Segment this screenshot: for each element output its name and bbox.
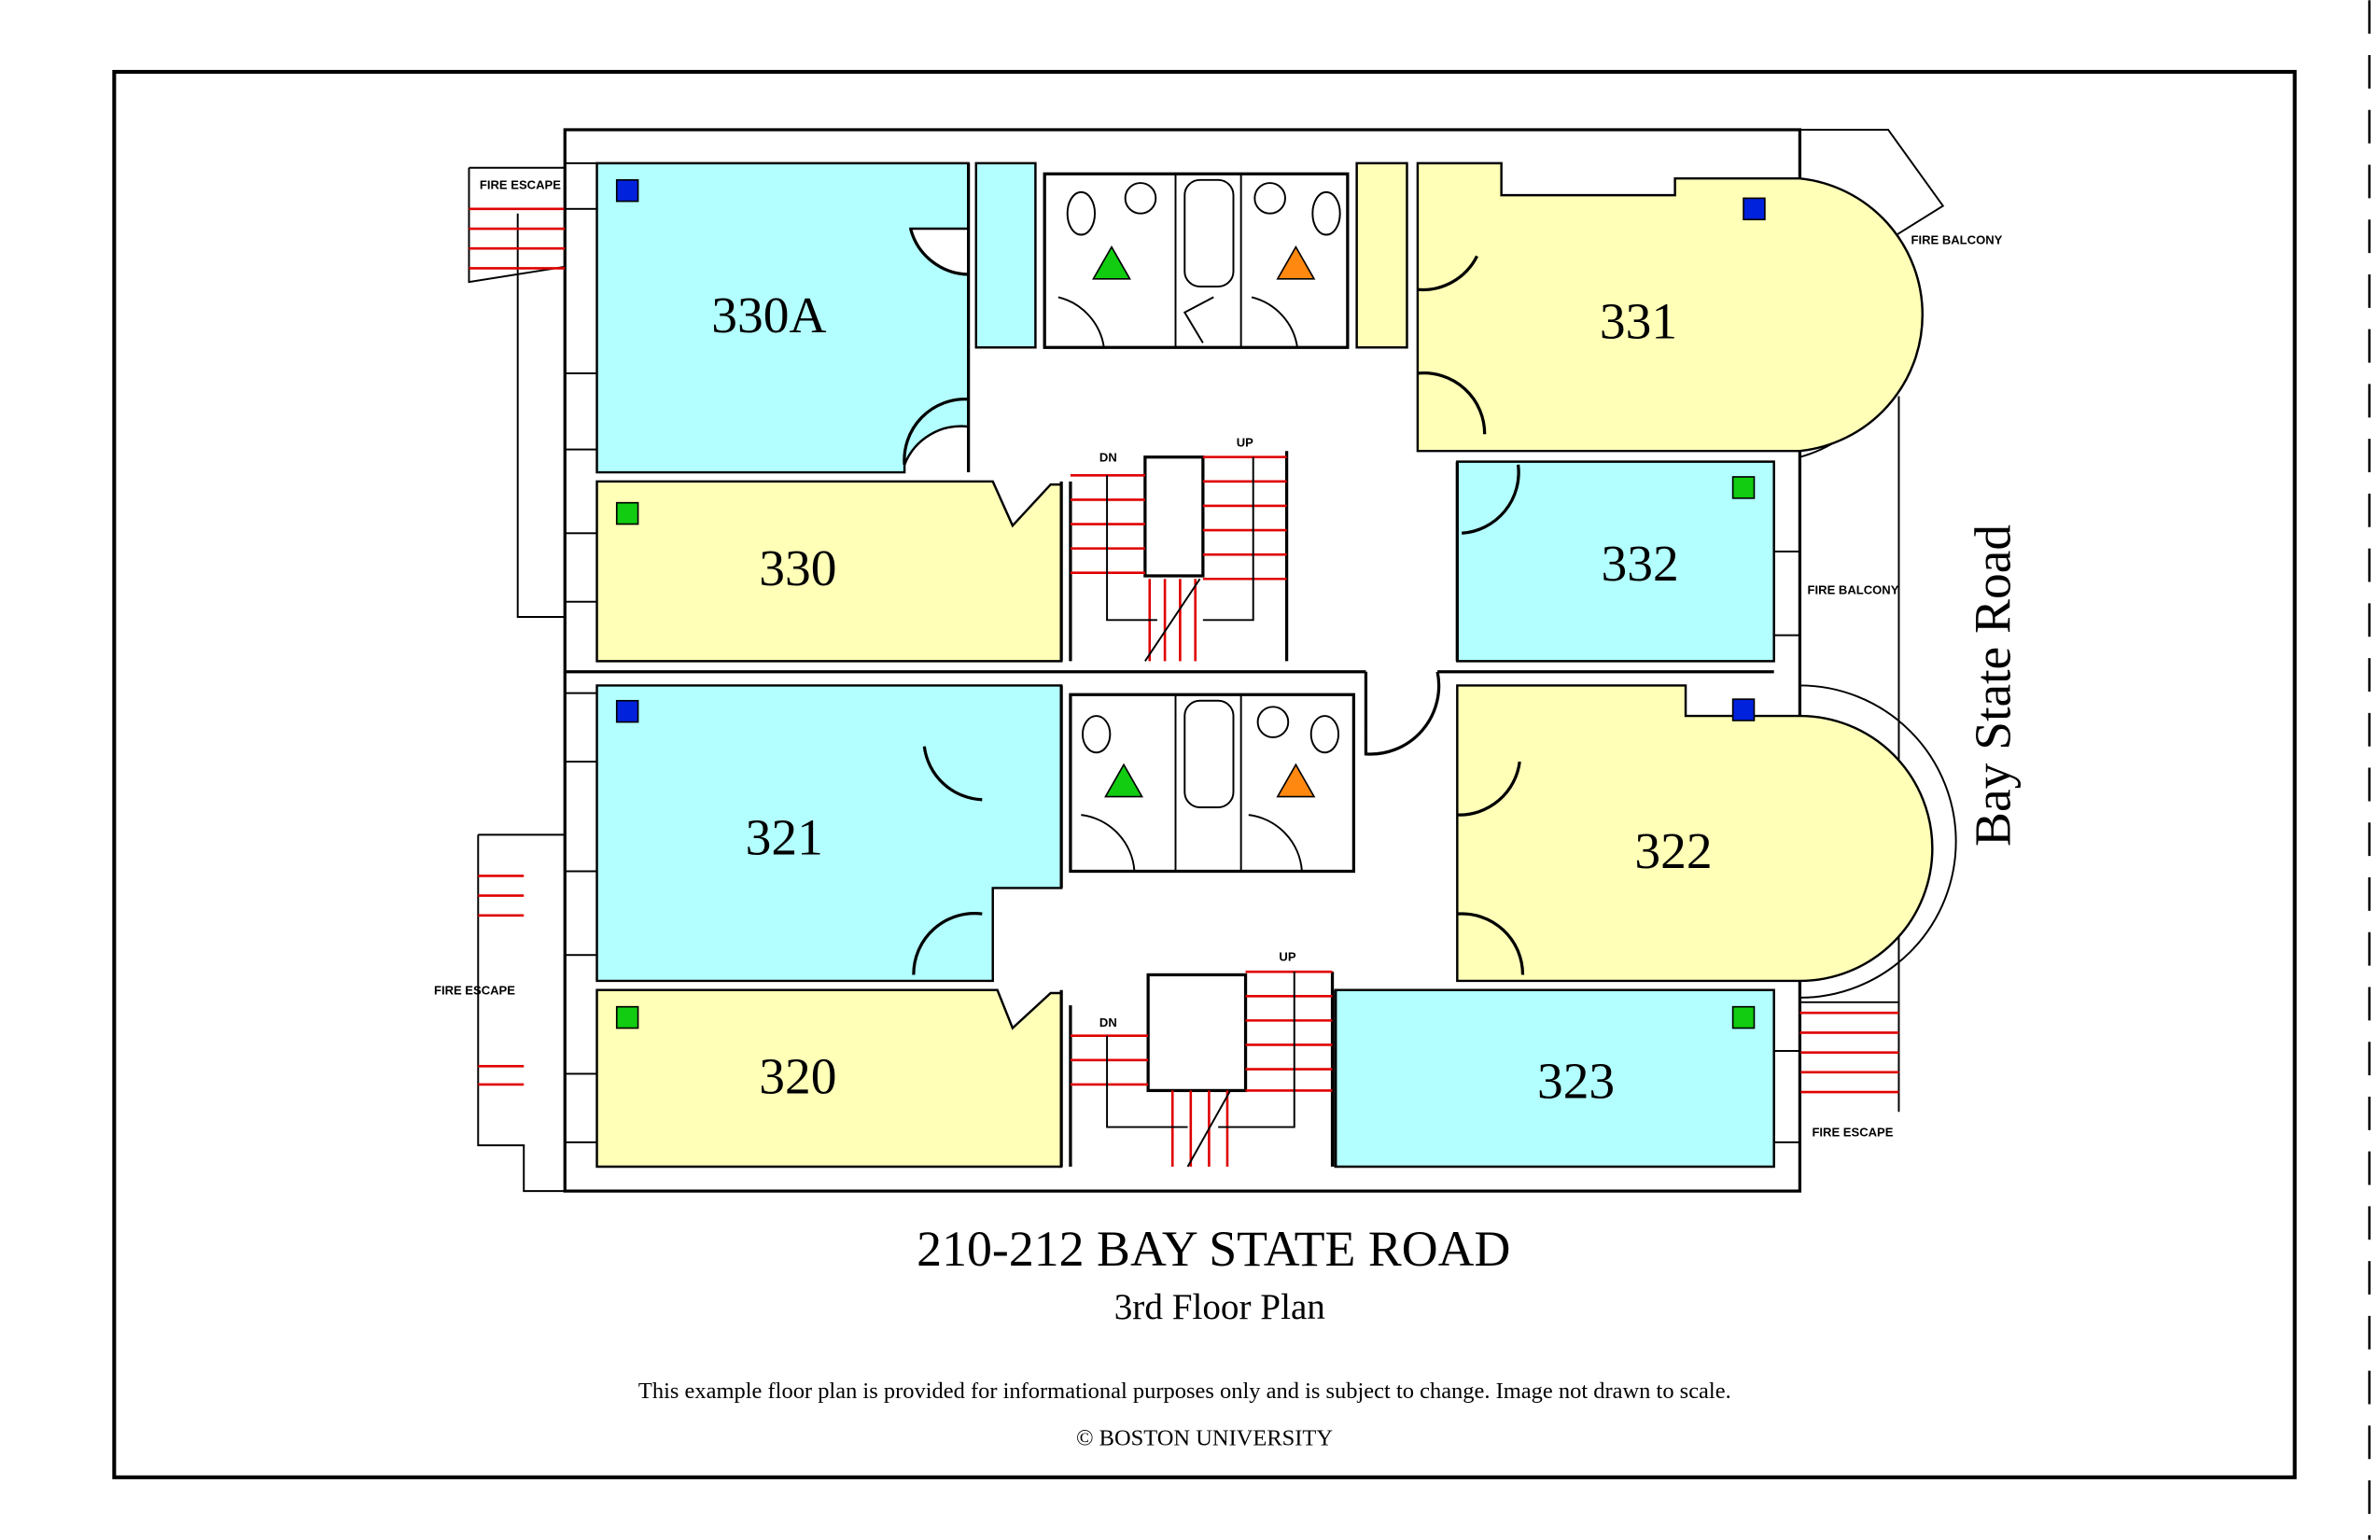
room-number-330a: 330A	[711, 287, 826, 343]
fire-escape-label: FIRE ESCAPE	[434, 984, 515, 998]
stair-dn-label: DN	[1099, 451, 1117, 465]
fire-escape-lower-left: FIRE ESCAPE	[434, 833, 566, 1193]
building-outline	[563, 128, 1802, 1193]
bathroom-lower	[1069, 693, 1356, 874]
room-331[interactable]	[1355, 161, 1924, 453]
copyright-text: © BOSTON UNIVERSITY	[1076, 1426, 1333, 1451]
room-330a[interactable]	[595, 161, 1037, 474]
room-number-330: 330	[759, 539, 836, 596]
stair-up-label: UP	[1237, 435, 1253, 449]
room-322-blue-marker-icon	[1731, 698, 1756, 721]
stairwell-lower: DN UP	[1069, 950, 1335, 1168]
street-name-label: Bay State Road	[1965, 525, 2022, 847]
bathroom-triangle-orange-icon	[1276, 245, 1316, 280]
bathroom-triangle-green-icon	[1104, 763, 1144, 798]
bathroom-upper	[1043, 172, 1350, 349]
room-332-green-marker-icon	[1731, 476, 1756, 499]
fire-escape-upper-left: FIRE ESCAPE	[468, 166, 566, 619]
room-number-332: 332	[1602, 535, 1679, 592]
room-323-green-marker-icon	[1731, 1005, 1756, 1029]
fire-escape-right: FIRE ESCAPE	[1799, 1001, 1900, 1139]
room-320-green-marker-icon	[615, 1005, 639, 1029]
room-number-322: 322	[1634, 822, 1712, 879]
room-number-331: 331	[1600, 292, 1677, 349]
room-number-323: 323	[1537, 1053, 1615, 1110]
stair-up-label: UP	[1279, 950, 1295, 964]
windows	[564, 161, 1801, 1143]
plan-subtitle: 3rd Floor Plan	[1114, 1287, 1325, 1327]
room-330[interactable]	[595, 480, 1063, 663]
room-330a-blue-marker-icon	[615, 178, 639, 203]
room-320[interactable]	[595, 988, 1063, 1169]
room-330-green-marker-icon	[615, 501, 639, 525]
fire-escape-label: FIRE ESCAPE	[480, 178, 561, 192]
plan-title: 210-212 BAY STATE ROAD	[917, 1221, 1510, 1277]
fire-escape-label: FIRE ESCAPE	[1812, 1125, 1893, 1139]
fire-balcony-label-lower: FIRE BALCONY	[1808, 583, 1899, 597]
room-322[interactable]	[1456, 684, 1934, 983]
room-number-320: 320	[759, 1048, 836, 1105]
disclaimer-text: This example floor plan is provided for …	[638, 1379, 1731, 1404]
stair-dn-label: DN	[1099, 1015, 1117, 1029]
room-321[interactable]	[595, 684, 1063, 983]
interior-walls	[565, 162, 1774, 1167]
sheet-border	[112, 69, 2297, 1479]
stairwell-upper: DN UP	[1069, 435, 1289, 662]
bathroom-triangle-orange-icon	[1276, 763, 1316, 798]
room-321-blue-marker-icon	[615, 699, 639, 723]
room-331-blue-marker-icon	[1743, 197, 1766, 221]
fire-balcony-label-upper: FIRE BALCONY	[1911, 232, 2003, 246]
room-number-321: 321	[746, 809, 823, 866]
bathroom-triangle-green-icon	[1091, 245, 1131, 280]
